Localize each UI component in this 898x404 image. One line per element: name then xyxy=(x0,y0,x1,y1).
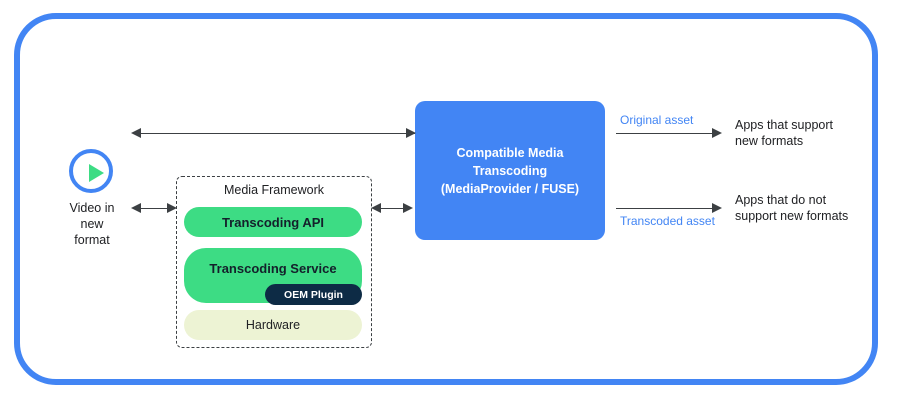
nonsupporting-apps-label: Apps that do not support new formats xyxy=(735,192,848,224)
arrowhead-left-mid xyxy=(371,203,381,213)
video-source-label: Video in new format xyxy=(47,200,137,248)
supporting-apps-line2: new formats xyxy=(735,134,804,148)
transcoded-asset-label: Transcoded asset xyxy=(620,214,715,228)
cmt-line2: Transcoding xyxy=(472,163,548,178)
arrowhead-right-video xyxy=(167,203,177,213)
arrowhead-left-video xyxy=(131,203,141,213)
connector-cmt-to-nonsupporting-apps xyxy=(616,208,714,209)
play-triangle-icon xyxy=(89,164,104,182)
video-source-label-line3: format xyxy=(74,233,110,247)
play-circle-icon xyxy=(69,149,113,193)
nonsupporting-apps-line1: Apps that do not xyxy=(735,193,827,207)
cmt-line1: Compatible Media xyxy=(456,145,564,160)
transcoding-api-block: Transcoding API xyxy=(184,207,362,237)
compatible-media-transcoding-box: Compatible Media Transcoding (MediaProvi… xyxy=(415,101,605,240)
media-framework-group xyxy=(176,176,372,348)
arrowhead-right-top xyxy=(406,128,416,138)
hardware-block: Hardware xyxy=(184,310,362,340)
nonsupporting-apps-line2: support new formats xyxy=(735,209,849,223)
connector-video-to-cmt xyxy=(137,133,415,134)
oem-plugin-badge: OEM Plugin xyxy=(265,284,362,305)
connector-video-to-framework xyxy=(139,208,175,209)
arrowhead-left-top xyxy=(131,128,141,138)
media-framework-title: Media Framework xyxy=(223,183,325,197)
supporting-apps-label: Apps that support new formats xyxy=(735,117,833,149)
video-source-label-line1: Video in xyxy=(69,201,115,215)
arrowhead-nonsupporting-apps xyxy=(712,203,722,213)
original-asset-label: Original asset xyxy=(620,113,694,127)
supporting-apps-line1: Apps that support xyxy=(735,118,833,132)
arrowhead-supporting-apps xyxy=(712,128,722,138)
arrowhead-right-mid xyxy=(403,203,413,213)
cmt-line3: (MediaProvider / FUSE) xyxy=(440,181,580,196)
connector-framework-to-cmt xyxy=(379,208,409,209)
video-source-label-line2: new xyxy=(80,217,104,231)
connector-cmt-to-supporting-apps xyxy=(616,133,714,134)
